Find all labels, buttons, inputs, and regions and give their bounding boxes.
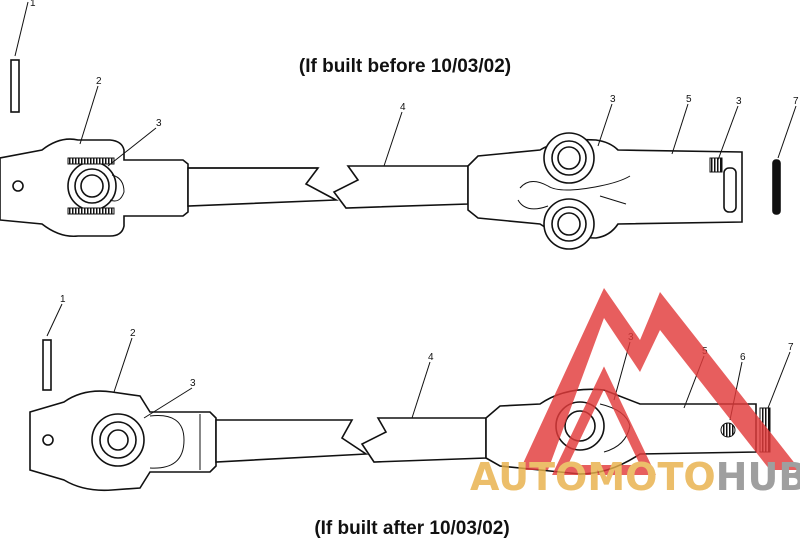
callout-label: 1: [60, 294, 66, 305]
callout-label: 3: [610, 94, 616, 105]
top-shaft-left: [187, 167, 339, 207]
bottom-pin-part-1: [42, 339, 52, 391]
top-yoke-hole: [12, 180, 24, 192]
watermark-triangle-icon: [520, 288, 800, 470]
watermark-text-auto: AUTO: [470, 455, 587, 499]
callout-label: 2: [130, 328, 136, 339]
bottom-caption: (If built after 10/03/02): [314, 518, 509, 539]
callout-label: 3: [736, 96, 742, 107]
callout-label: 3: [156, 118, 162, 129]
watermark-text-moto: MOTO: [587, 455, 715, 499]
top-callouts: 1 2 3 4 3 5 3 7: [30, 0, 799, 129]
top-pin-part-1: [10, 59, 20, 113]
callout-label: 4: [400, 102, 406, 113]
callout-label: 7: [793, 96, 799, 107]
callout-label: 4: [428, 352, 434, 363]
leader-lines: [79, 85, 797, 421]
callout-label: 2: [96, 76, 102, 87]
callout-label: 5: [686, 94, 692, 105]
top-snap-ring-part-7: [772, 159, 781, 215]
top-shaft-right: [332, 165, 469, 209]
callout-label: 6: [740, 352, 746, 363]
callout-label: 7: [788, 342, 794, 353]
top-caption: (If built before 10/03/02): [299, 56, 511, 77]
bottom-grease-fitting-part-6: [720, 422, 736, 438]
watermark-text-hub: HUB: [716, 455, 800, 499]
watermark-logo: AUTOMOTOHUB: [470, 288, 800, 499]
top-tube-slot: [723, 167, 737, 213]
top-grease-fitting: [709, 157, 723, 173]
bottom-shaft-left: [215, 419, 369, 463]
top-assembly: [0, 1, 781, 250]
top-slip-yoke: [467, 138, 743, 239]
svg-text:AUTOMOTOHUB: AUTOMOTOHUB: [470, 455, 800, 499]
callout-label: 1: [30, 0, 36, 9]
callout-label: 3: [190, 378, 196, 389]
bottom-yoke-hole: [42, 434, 54, 446]
bottom-shaft-right: [360, 417, 487, 463]
